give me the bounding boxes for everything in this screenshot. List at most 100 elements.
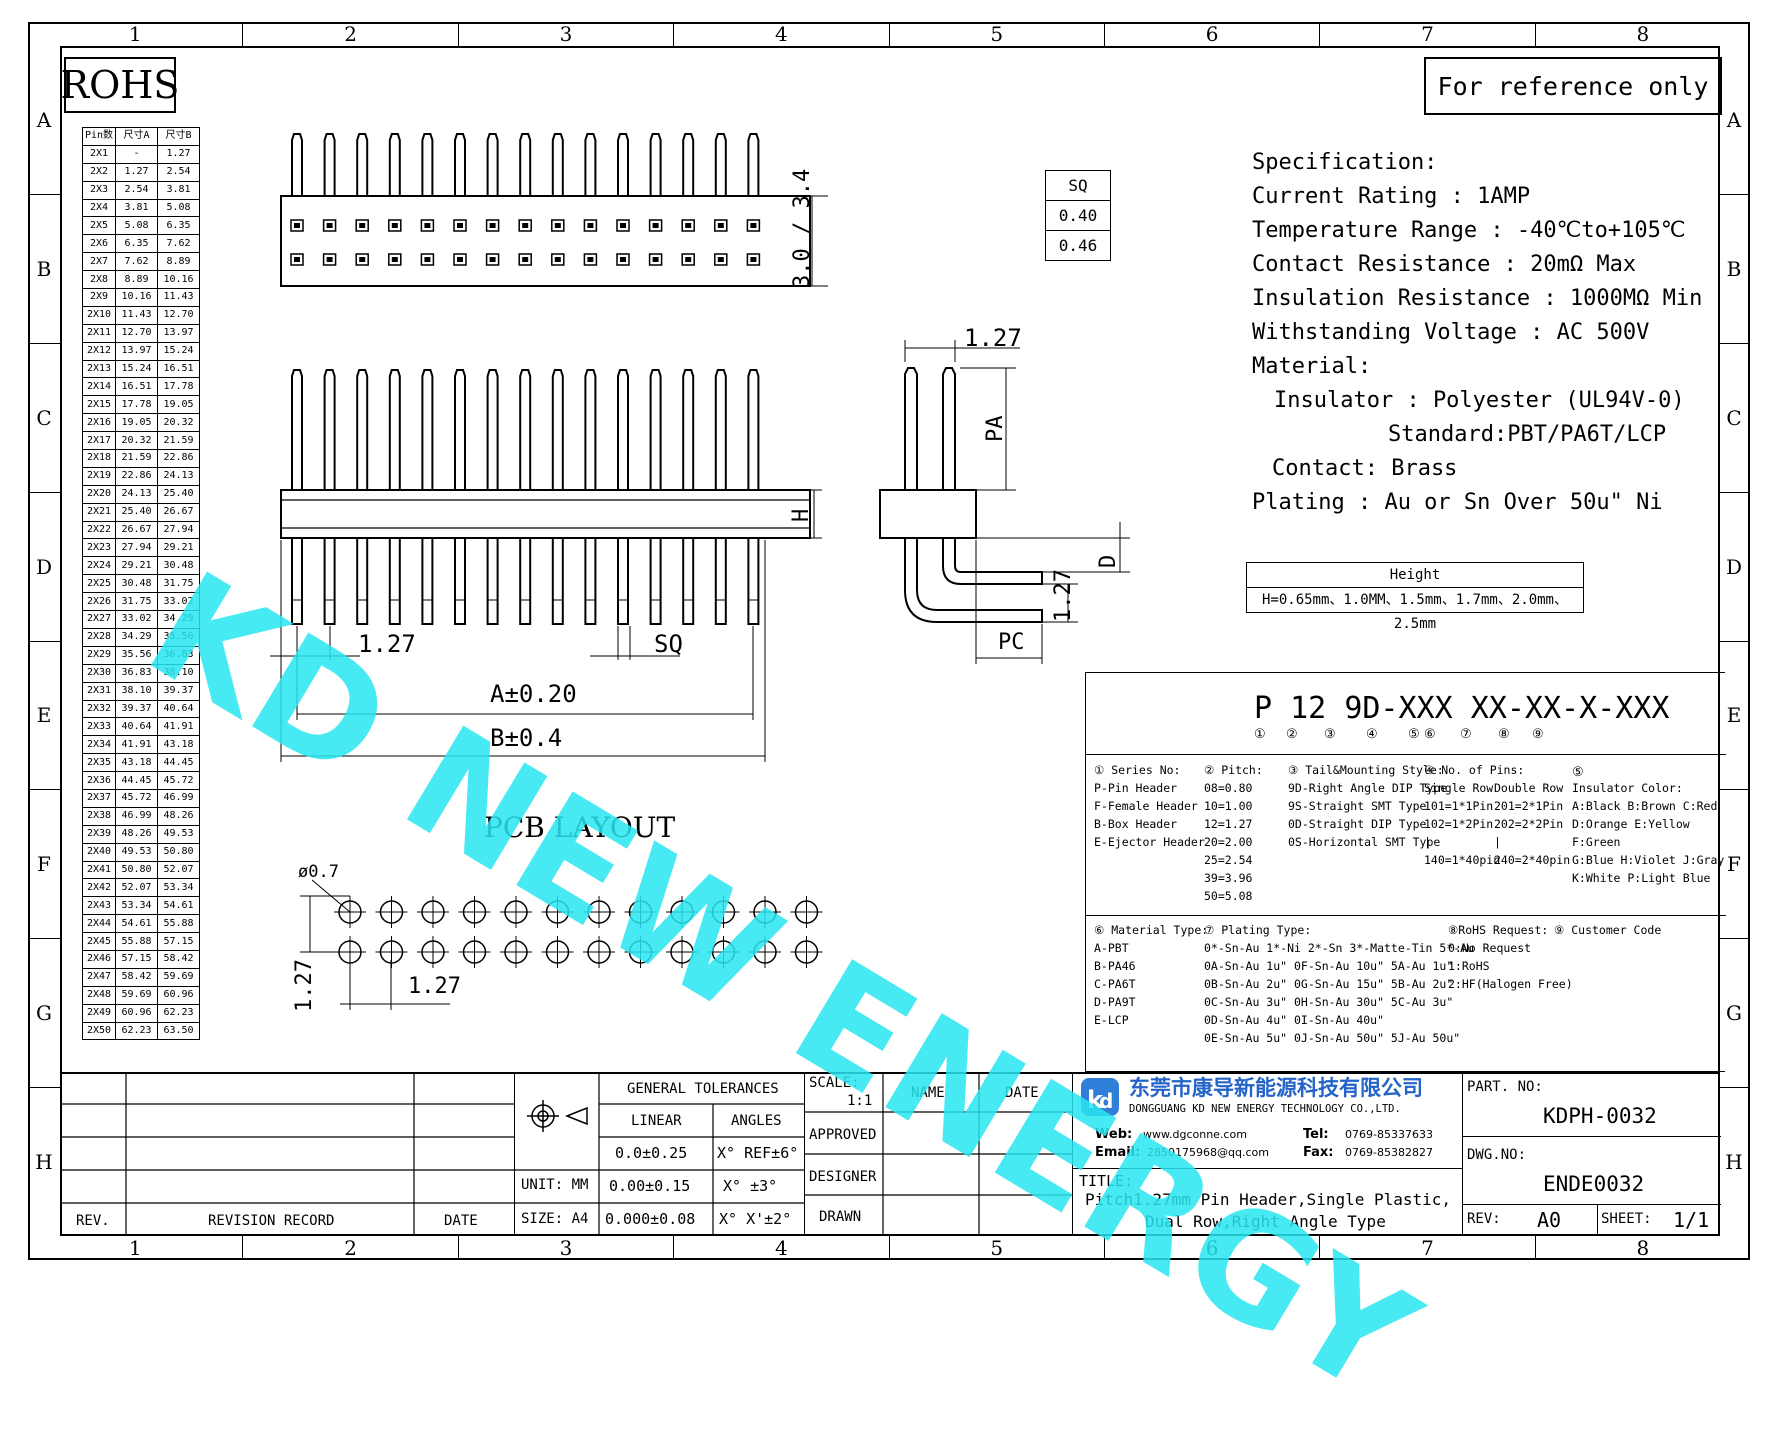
- pin-tip: [747, 133, 760, 196]
- legend-line: 08=0.80: [1204, 781, 1253, 795]
- zone-label: 1: [28, 22, 244, 46]
- pin-square-fill: [457, 257, 463, 262]
- pin-upper: [486, 369, 499, 490]
- legend-line: 25=2.54: [1204, 853, 1253, 867]
- pin-square-fill: [587, 257, 594, 262]
- pin-square: [388, 219, 402, 232]
- angles-header: ANGLES: [731, 1113, 782, 1129]
- legend-line: E-Ejector Header: [1094, 835, 1205, 849]
- pin-square-fill: [750, 257, 757, 262]
- pin-square: [453, 219, 467, 232]
- dim-pitch: 1.27: [358, 630, 416, 658]
- legend-line: 101=1*1Pin: [1424, 799, 1494, 813]
- zone-label: F: [28, 790, 60, 940]
- dim-pc: PC: [998, 630, 1025, 655]
- pin-square: [616, 219, 630, 232]
- rev-header: REV.: [76, 1213, 110, 1229]
- sq-header: SQ: [1045, 170, 1111, 201]
- pin-lower: [388, 538, 401, 625]
- spec-temperature: Temperature Range : -40℃to+105℃: [1252, 218, 1686, 243]
- marker: ⑥: [1424, 727, 1436, 742]
- pin-square-fill: [457, 223, 463, 228]
- legend-line: 9S-Straight SMT Type: [1288, 799, 1427, 813]
- code-seg-plating: X: [1488, 691, 1507, 726]
- revision-area: REV. REVISION RECORD DATE: [60, 1072, 514, 1236]
- legend-line: 9D-Right Angle DIP Type: [1288, 781, 1448, 795]
- legend-line: 201=2*1Pin: [1494, 799, 1564, 813]
- legend-line: |: [1494, 835, 1501, 849]
- legend-line: 0C-Sn-Au 3u" 0H-Sn-Au 30u" 5C-Au 3u": [1204, 995, 1454, 1009]
- legend-line: 50=5.08: [1204, 889, 1253, 903]
- height-title: Height: [1389, 567, 1441, 583]
- zone-label: F: [1718, 790, 1750, 940]
- angle-tol-2: X° ±3°: [723, 1177, 778, 1195]
- legend-line: Insulator Color:: [1572, 781, 1683, 795]
- side-view: [879, 367, 1043, 623]
- table-cell: 50.80: [157, 842, 200, 862]
- approval-area: SCALE: 1:1 NAME DATE APPROVED DESIGNER D…: [804, 1072, 1073, 1236]
- linear-tol-2: 0.00±0.15: [609, 1177, 691, 1195]
- legend-line: 0*-Sn-Au 1*-Ni 2*-Sn 3*-Matte-Tin 5*-Au: [1204, 941, 1475, 955]
- legend-line: 39=3.96: [1204, 871, 1253, 885]
- zone-label: 7: [1320, 22, 1536, 46]
- height-values: H=0.65mm、1.0MM、1.5mm、1.7mm、2.0mm、2.5mm: [1247, 587, 1583, 632]
- legend-line: ⑦ Plating Type:: [1204, 923, 1312, 937]
- pin-square-fill: [489, 257, 496, 262]
- pin-square-fill: [620, 223, 626, 228]
- pin-tip: [551, 133, 564, 196]
- dim-side-pitch: 1.27: [964, 324, 1022, 352]
- pin-square: [355, 219, 369, 232]
- rev-label: REV:: [1467, 1211, 1501, 1227]
- spec-plating: Plating : Au or Sn Over 50u" Ni: [1252, 490, 1663, 515]
- pin-square: [714, 253, 728, 266]
- panel-divider: [1086, 915, 1726, 916]
- pin-tip: [617, 133, 629, 196]
- sq-table: SQ 0.40 0.46: [1045, 170, 1111, 261]
- legend-line: ① Series No:: [1094, 763, 1181, 777]
- zone-label: 3: [459, 22, 675, 46]
- legend-line: |: [1424, 835, 1431, 849]
- tel-label: Tel:: [1303, 1127, 1329, 1142]
- pin-square: [453, 253, 467, 266]
- top-view: [280, 133, 811, 287]
- tel-value: 0769-85337633: [1345, 1128, 1433, 1141]
- zone-label: 4: [674, 22, 890, 46]
- zone-label: G: [1718, 939, 1750, 1089]
- sheet-label: SHEET:: [1601, 1211, 1652, 1227]
- pin-square-fill: [554, 223, 561, 228]
- pin-square: [290, 219, 304, 232]
- table-cell: 43.18: [157, 735, 200, 755]
- rohs-box: ROHS: [61, 57, 179, 113]
- zone-label: C: [28, 344, 60, 493]
- linear-header: LINEAR: [631, 1113, 682, 1129]
- zone-label: H: [1725, 1150, 1743, 1175]
- title-label: TITLE:: [1079, 1172, 1134, 1190]
- zone-label: B: [28, 195, 60, 344]
- zone-label: B: [1718, 195, 1750, 344]
- pin-square: [714, 219, 728, 232]
- pin-square-fill: [522, 257, 529, 262]
- email-value: 2850175968@qq.com: [1147, 1146, 1269, 1159]
- pin-upper: [682, 369, 695, 490]
